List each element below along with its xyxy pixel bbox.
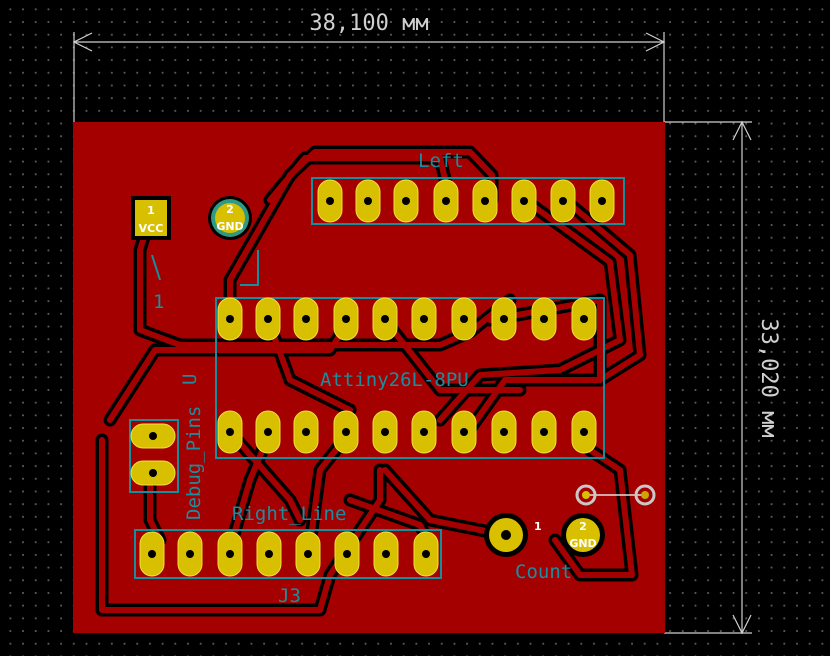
pad[interactable]	[333, 410, 359, 454]
pad[interactable]	[217, 297, 243, 341]
vcc-pad-label: VCC	[139, 222, 164, 235]
pad[interactable]	[293, 297, 319, 341]
pad[interactable]	[571, 297, 597, 341]
pad[interactable]	[531, 410, 557, 454]
pad[interactable]	[177, 531, 203, 577]
ruler-markers[interactable]	[575, 484, 656, 506]
silkscreen-outlines	[129, 177, 625, 579]
count-pin-number: 1	[534, 520, 542, 533]
pad[interactable]	[411, 410, 437, 454]
gnd-pad-bottom-label: GND	[569, 537, 596, 550]
width-dimension[interactable]: 38,100 мм	[72, 11, 666, 122]
pad[interactable]	[411, 297, 437, 341]
pad[interactable]	[372, 297, 398, 341]
pad[interactable]	[451, 410, 477, 454]
right-line-label: Right_Line	[232, 503, 346, 525]
mcu-top-row[interactable]	[217, 297, 597, 341]
pad[interactable]	[139, 531, 165, 577]
pad[interactable]	[217, 410, 243, 454]
pin1-marker-label: 1	[153, 291, 164, 313]
copper-traces	[95, 145, 647, 617]
pad[interactable]	[472, 179, 498, 223]
pad[interactable]	[317, 179, 343, 223]
pad[interactable]	[295, 531, 321, 577]
pad[interactable]	[130, 423, 176, 449]
pad[interactable]	[393, 179, 419, 223]
count-connector[interactable]: 1 2 GND	[484, 513, 605, 557]
pad[interactable]	[491, 410, 517, 454]
pad[interactable]	[255, 410, 281, 454]
pad[interactable]	[550, 179, 576, 223]
pad[interactable]	[334, 531, 360, 577]
pad[interactable]	[571, 410, 597, 454]
width-dimension-label: 38,100 мм	[309, 11, 428, 36]
left-line-label: Left	[418, 150, 464, 172]
gnd-pad-bottom-number: 2	[579, 520, 587, 533]
gnd-pad-top-number: 2	[226, 203, 234, 216]
mcu-ref-label: U	[179, 374, 201, 385]
pad[interactable]	[373, 531, 399, 577]
pad[interactable]	[355, 179, 381, 223]
pad[interactable]	[293, 410, 319, 454]
pad[interactable]	[511, 179, 537, 223]
mcu-label: Attiny26L-8PU	[320, 369, 469, 391]
vcc-pad[interactable]: 1 VCC	[131, 196, 171, 240]
pad[interactable]	[333, 297, 359, 341]
pad[interactable]	[255, 297, 281, 341]
debug-pins-label: Debug_Pins	[183, 406, 205, 520]
debug-pins-header[interactable]	[130, 423, 176, 486]
pad[interactable]	[451, 297, 477, 341]
j3-label: J3	[278, 585, 301, 607]
vcc-pad-number: 1	[147, 204, 155, 217]
pad[interactable]	[413, 531, 439, 577]
pad[interactable]	[491, 297, 517, 341]
mcu-bottom-row[interactable]	[217, 410, 597, 454]
pad[interactable]	[217, 531, 243, 577]
pad[interactable]	[589, 179, 615, 223]
height-dimension[interactable]: 33,020 мм	[664, 120, 781, 635]
pad[interactable]	[372, 410, 398, 454]
pad[interactable]	[256, 531, 282, 577]
pad[interactable]	[531, 297, 557, 341]
height-dimension-label: 33,020 мм	[756, 318, 781, 437]
left-line-header[interactable]	[317, 179, 615, 223]
pad[interactable]	[433, 179, 459, 223]
right-line-header[interactable]	[139, 531, 439, 577]
count-label: Count	[515, 561, 572, 583]
pad[interactable]	[130, 460, 176, 486]
gnd-pad-top[interactable]: 2 GND	[208, 196, 252, 240]
gnd-pad-top-label: GND	[216, 220, 243, 233]
